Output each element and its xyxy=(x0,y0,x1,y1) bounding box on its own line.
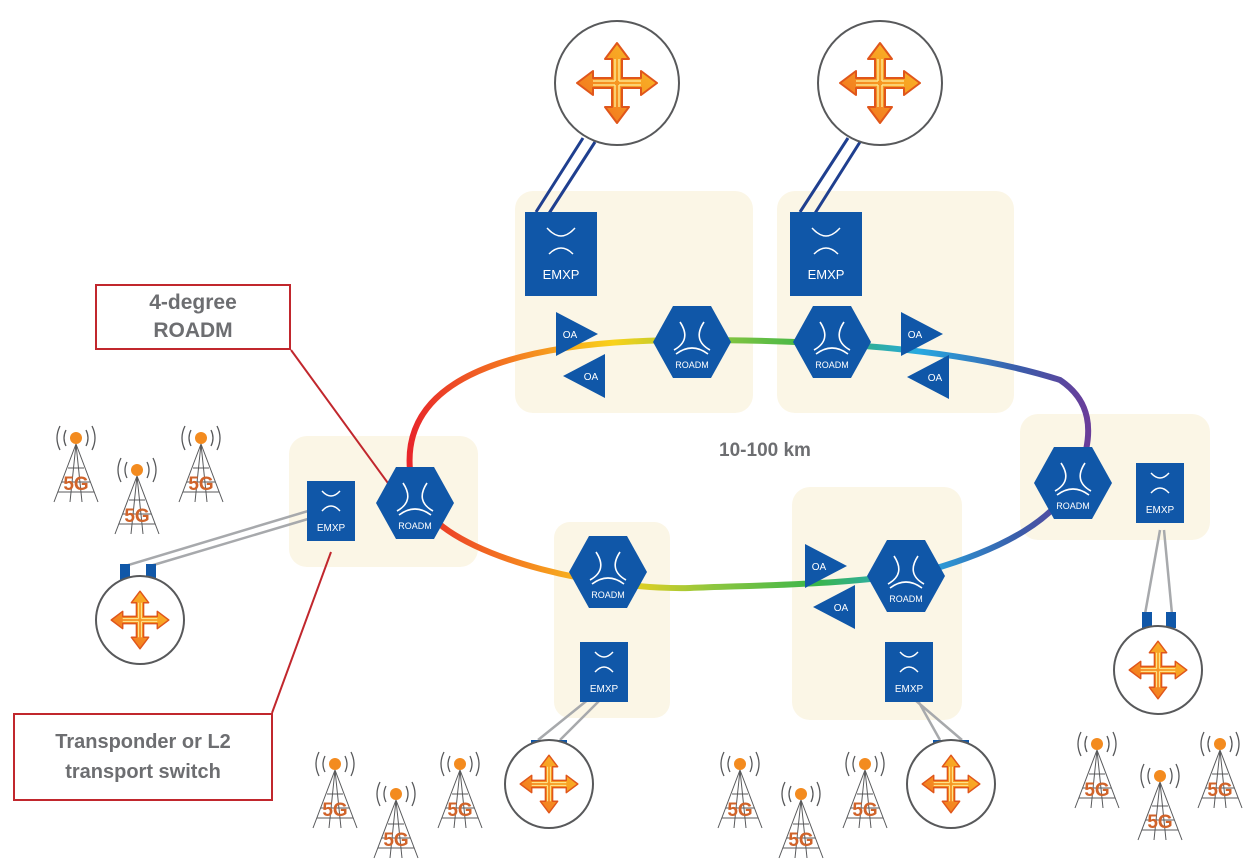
uplink-lines xyxy=(534,137,862,219)
callout-roadm: 4-degree ROADM xyxy=(95,284,291,350)
callout-transponder-text: Transponder or L2 transport switch xyxy=(55,731,231,783)
router-left xyxy=(95,564,185,665)
oa-top-right-upper: OA xyxy=(901,312,943,356)
roadm-right: ROADM xyxy=(1033,446,1113,520)
emxp-right: EMXP xyxy=(1135,462,1185,524)
emxp-label: EMXP xyxy=(895,684,924,695)
callout-transponder: Transponder or L2 transport switch xyxy=(13,713,273,801)
roadm-label: ROADM xyxy=(591,590,625,600)
five-g-label: 5G xyxy=(124,506,149,527)
five-g-label: 5G xyxy=(383,830,408,851)
emxp-left: EMXP xyxy=(306,480,356,542)
five-g-label: 5G xyxy=(63,474,88,495)
oa-bottom-right-lower: OA xyxy=(813,585,855,629)
router-right xyxy=(1113,612,1203,715)
oa-label: OA xyxy=(584,372,599,383)
emxp-label: EMXP xyxy=(1146,505,1175,516)
roadm-top-right: ROADM xyxy=(792,305,872,379)
five-g-label: 5G xyxy=(1084,780,1109,801)
oa-label: OA xyxy=(908,330,923,341)
router-top-left xyxy=(554,20,680,146)
five-g-label: 5G xyxy=(1147,812,1172,833)
emxp-label: EMXP xyxy=(590,684,619,695)
roadm-label: ROADM xyxy=(398,521,432,531)
oa-label: OA xyxy=(812,562,827,573)
router-bottom-right xyxy=(906,739,996,829)
site-area-bottom-right xyxy=(792,487,962,720)
tower-cluster-bottom-left: 5G 5G 5G xyxy=(312,751,483,859)
emxp-top-left: EMXP xyxy=(524,211,598,297)
emxp-bottom-right: EMXP xyxy=(884,641,934,703)
emxp-icon xyxy=(524,211,598,297)
oa-top-right-lower: OA xyxy=(907,355,949,399)
oa-bottom-right-upper: OA xyxy=(805,544,847,588)
emxp-icon xyxy=(789,211,863,297)
roadm-left: ROADM xyxy=(375,466,455,540)
callout-leaders xyxy=(271,349,394,714)
oa-label: OA xyxy=(563,330,578,341)
emxp-label: EMXP xyxy=(317,523,346,534)
roadm-bottom-left: ROADM xyxy=(568,535,648,609)
oa-top-left-lower: OA xyxy=(563,354,605,398)
roadm-bottom-right: ROADM xyxy=(866,539,946,613)
router-bottom-left xyxy=(504,739,594,829)
emxp-top-right: EMXP xyxy=(789,211,863,297)
tower-cluster-left: 5G 5G 5G xyxy=(53,425,224,535)
five-g-label: 5G xyxy=(1207,780,1232,801)
emxp-label: EMXP xyxy=(808,267,845,282)
emxp-label: EMXP xyxy=(543,267,580,282)
oa-label: OA xyxy=(928,373,943,384)
roadm-label: ROADM xyxy=(675,360,709,370)
roadm-top-left: ROADM xyxy=(652,305,732,379)
ring-distance-label: 10-100 km xyxy=(719,440,811,461)
five-g-label: 5G xyxy=(727,800,752,821)
five-g-label: 5G xyxy=(788,830,813,851)
tower-cluster-bottom-right: 5G 5G 5G xyxy=(717,751,888,859)
tower-cluster-right: 5G 5G 5G xyxy=(1074,731,1243,841)
roadm-label: ROADM xyxy=(889,594,923,604)
emxp-bottom-left: EMXP xyxy=(579,641,629,703)
five-g-label: 5G xyxy=(852,800,877,821)
router-top-right xyxy=(817,20,943,146)
callout-roadm-text: 4-degree ROADM xyxy=(149,291,237,342)
five-g-label: 5G xyxy=(447,800,472,821)
oa-top-left-upper: OA xyxy=(556,312,598,356)
five-g-label: 5G xyxy=(322,800,347,821)
roadm-label: ROADM xyxy=(1056,501,1090,511)
oa-label: OA xyxy=(834,603,849,614)
roadm-label: ROADM xyxy=(815,360,849,370)
five-g-label: 5G xyxy=(188,474,213,495)
